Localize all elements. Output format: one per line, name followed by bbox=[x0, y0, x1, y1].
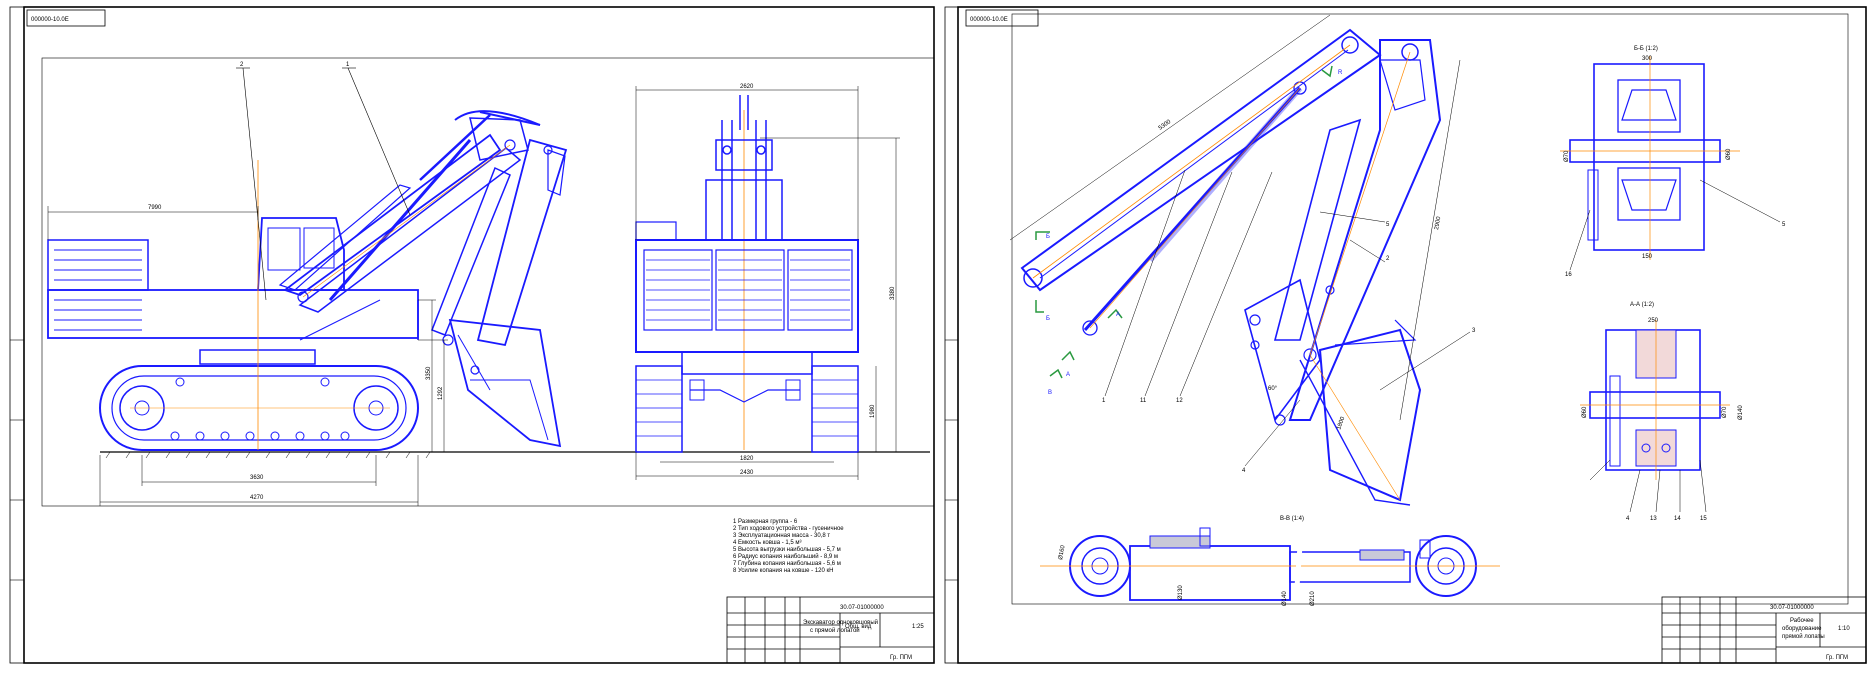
dim-cab-height: 1980 bbox=[870, 404, 876, 418]
dim-track-width-total: 2430 bbox=[740, 470, 754, 476]
dim-boom-pivot-height: 3350 bbox=[426, 366, 432, 380]
section-a-a bbox=[1580, 320, 1730, 480]
dim-overall-length: 7990 bbox=[148, 205, 162, 211]
cyl-d1: Ø160 bbox=[1058, 544, 1067, 560]
dim-stick-length: 2900 bbox=[1434, 216, 1442, 231]
left-org: Гр. ПГМ bbox=[890, 655, 912, 661]
right-scale: 1:10 bbox=[1838, 626, 1850, 632]
cyl-d2: Ø130 bbox=[1178, 585, 1184, 600]
dim-angle: 60° bbox=[1268, 386, 1278, 392]
view-markers bbox=[1035, 65, 1333, 379]
spec-line-6: 6 Радиус копания наибольший - 8,9 м bbox=[733, 553, 838, 560]
spec-line-1: 1 Размерная группа - 6 bbox=[733, 519, 798, 525]
view-mark-r: R bbox=[1338, 70, 1343, 76]
right-title-line2: оборудование bbox=[1782, 626, 1822, 632]
spec-line-2: 2 Тип ходового устройства - гусеничное bbox=[733, 525, 844, 532]
dim-track-inner: 3630 bbox=[250, 475, 264, 481]
front-view bbox=[635, 95, 859, 453]
boom-assembly bbox=[1020, 28, 1442, 506]
left-title-line1: Экскаватор одноковшовый bbox=[803, 619, 878, 626]
sec-top-callout-16: 16 bbox=[1565, 272, 1572, 278]
callout-1: 1 bbox=[346, 62, 350, 68]
left-title-line2: с прямой лопатой bbox=[810, 627, 860, 634]
dim-front-width: 2620 bbox=[740, 84, 754, 90]
right-title-block bbox=[1661, 596, 1867, 664]
left-sheet-label: Общ. вид bbox=[845, 624, 872, 630]
spec-line-7: 7 Глубина копания наибольшая - 5,6 м bbox=[733, 561, 841, 567]
right-title-line3: прямой лопаты bbox=[1782, 633, 1825, 640]
side-view-boom bbox=[278, 110, 568, 448]
side-view-track bbox=[99, 365, 419, 451]
callout-r-11: 11 bbox=[1140, 398, 1147, 404]
sec-mid-callout-4: 4 bbox=[1626, 516, 1630, 522]
left-sheet: 000000-10.0E bbox=[9, 6, 935, 664]
sec-top-callout-5: 5 bbox=[1782, 222, 1786, 228]
cyl-d3: Ø140 bbox=[1282, 591, 1288, 606]
sec-mid-callout-13: 13 bbox=[1650, 516, 1657, 522]
view-mark-a1: А bbox=[1116, 312, 1120, 318]
view-mark-v: В bbox=[1048, 390, 1052, 396]
spec-line-3: 3 Эксплуатационная масса - 30,8 т bbox=[733, 533, 830, 539]
sec-mid-d3: Ø140 bbox=[1738, 405, 1744, 420]
spec-line-8: 8 Усилие копания на ковше - 120 кН bbox=[733, 568, 833, 574]
left-stamp-code: 000000-10.0E bbox=[31, 17, 69, 23]
section-b-label: Б-Б (1:2) bbox=[1634, 46, 1658, 52]
section-v-label: В-В (1:4) bbox=[1280, 516, 1304, 522]
section-b-b bbox=[1560, 56, 1740, 260]
dim-track-length: 4270 bbox=[250, 495, 264, 501]
callout-r-1: 1 bbox=[1102, 398, 1106, 404]
callout-r-3: 3 bbox=[1472, 328, 1476, 334]
cylinder-section bbox=[1040, 527, 1500, 601]
callout-2: 2 bbox=[240, 62, 244, 68]
sec-mid-callout-15: 15 bbox=[1700, 516, 1707, 522]
side-view-body bbox=[47, 217, 419, 365]
sec-top-d2: Ø60 bbox=[1726, 148, 1732, 160]
callout-r-2: 2 bbox=[1386, 256, 1390, 262]
dim-boom-length: 5300 bbox=[1158, 119, 1173, 132]
left-scale: 1:25 bbox=[912, 624, 924, 630]
callout-r-4: 4 bbox=[1242, 468, 1246, 474]
sec-mid-callout-14: 14 bbox=[1674, 516, 1681, 522]
sec-top-bottom: 150 bbox=[1642, 254, 1653, 260]
side-view-dimensions bbox=[47, 206, 448, 506]
sec-mid-d2: Ø70 bbox=[1722, 406, 1728, 418]
section-a-label: А-А (1:2) bbox=[1630, 302, 1654, 308]
dim-front-height: 3380 bbox=[890, 286, 896, 300]
view-mark-b1: Б bbox=[1046, 234, 1050, 240]
sec-top-width: 300 bbox=[1642, 56, 1653, 62]
right-stamp-code: 000000-10.0E bbox=[970, 17, 1008, 23]
right-title-line1: Рабочее bbox=[1790, 618, 1814, 624]
callout-r-12: 12 bbox=[1176, 398, 1183, 404]
spec-line-5: 5 Высота выгрузки наибольшая - 5,7 м bbox=[733, 547, 841, 553]
dim-body-height: 1292 bbox=[438, 386, 444, 400]
right-sheet: 000000-10.0E bbox=[944, 6, 1867, 664]
view-mark-a2: А bbox=[1066, 372, 1070, 378]
left-title-block bbox=[726, 596, 935, 664]
dim-track-gauge: 1820 bbox=[740, 456, 754, 462]
spec-line-4: 4 Емкость ковша - 1,5 м³ bbox=[733, 540, 802, 546]
right-doc-code: 30.07-01000000 bbox=[1770, 605, 1814, 611]
view-mark-b2: Б bbox=[1046, 316, 1050, 322]
sec-top-d1: Ø70 bbox=[1564, 150, 1570, 162]
spec-list: 1 Размерная группа - 6 2 Тип ходового ус… bbox=[733, 519, 844, 574]
cyl-d4: Ø210 bbox=[1310, 591, 1316, 606]
sec-mid-d1: Ø60 bbox=[1582, 406, 1588, 418]
left-doc-code: 30.07-01000000 bbox=[840, 605, 884, 611]
dim-bucket: 1800 bbox=[1336, 415, 1346, 430]
callout-r-5: 5 bbox=[1386, 222, 1390, 228]
right-sheet-border bbox=[957, 6, 1867, 664]
sec-mid-width: 250 bbox=[1648, 318, 1659, 324]
right-org: Гр. ПГМ bbox=[1826, 655, 1848, 661]
front-view-dimensions bbox=[635, 86, 900, 480]
